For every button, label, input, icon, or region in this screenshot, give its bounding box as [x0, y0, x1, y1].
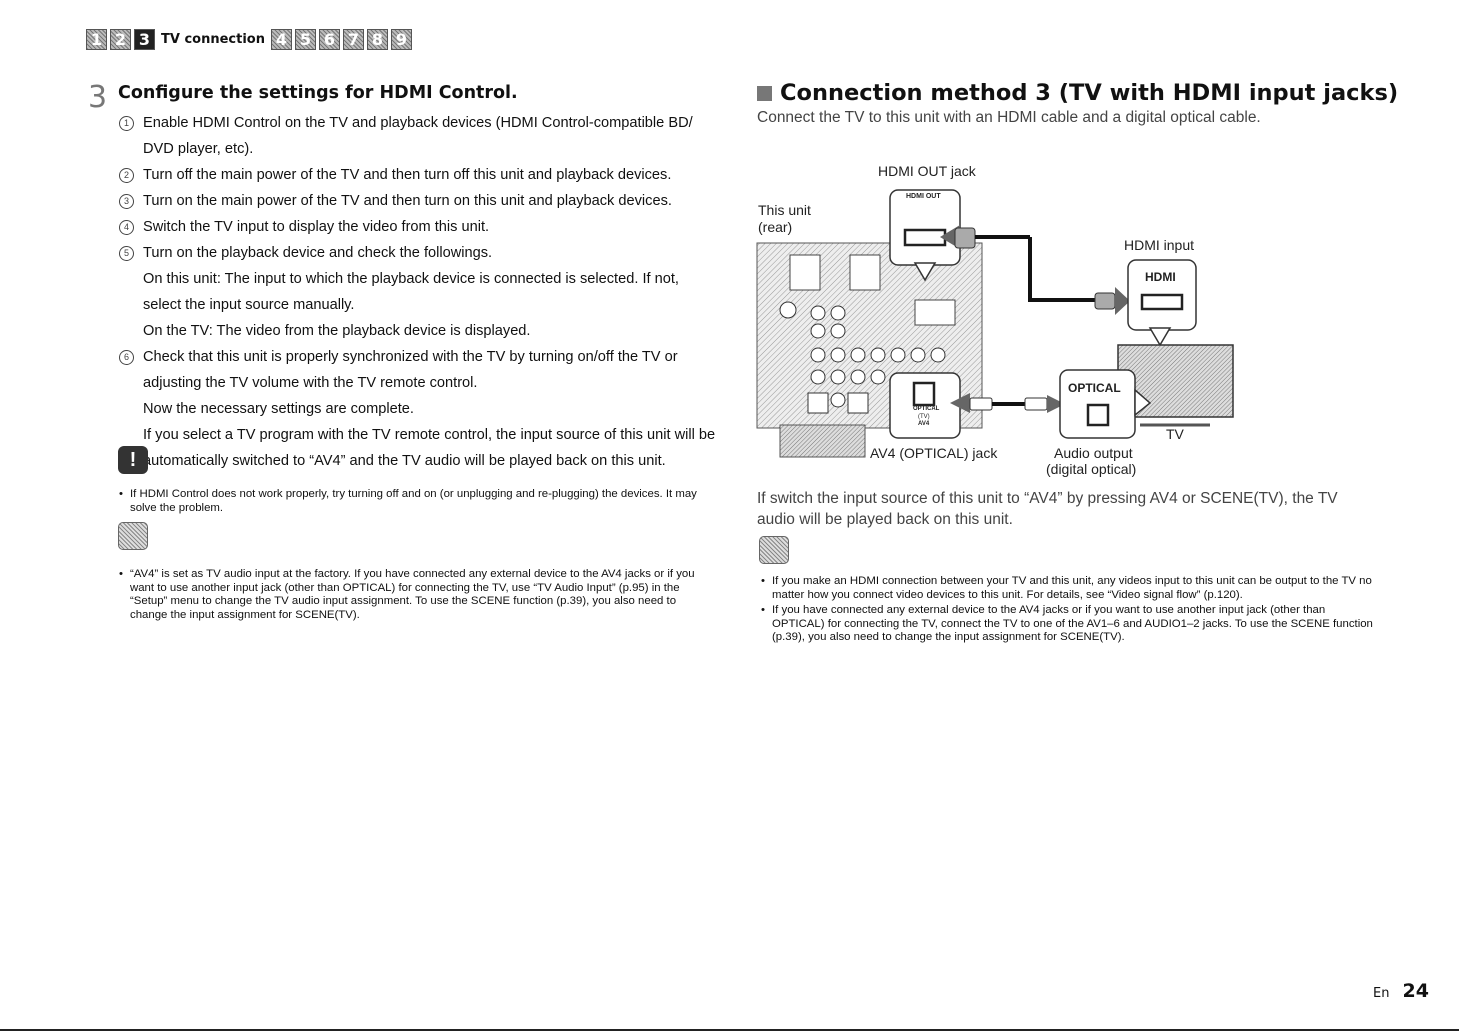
av4-small-label: AV4 — [918, 421, 930, 427]
step-text: Enable HDMI Control on the TV and playba… — [143, 115, 693, 157]
page-footer: En 24 — [1373, 980, 1429, 1002]
nav-section-label: TV connection — [161, 31, 265, 47]
hdmi-out-callout — [889, 189, 1095, 302]
step-subtext: Now the necessary settings are complete. — [143, 401, 414, 417]
digital-optical-label: (digital optical) — [1046, 461, 1137, 477]
hint-text: “AV4” is set as TV audio input at the fa… — [118, 568, 708, 622]
step-subtext: If you select a TV program with the TV r… — [143, 427, 716, 469]
nav-item-7[interactable]: 7 — [342, 28, 364, 50]
step-text: Turn on the main power of the TV and the… — [143, 193, 672, 209]
hdmi-badge-label: HDMI — [1145, 270, 1176, 284]
step-circle-number: 5 — [119, 246, 134, 261]
note-icon: ! — [118, 446, 148, 474]
nav-item-3[interactable]: 3 — [134, 28, 155, 50]
step-subtext: On this unit: The input to which the pla… — [143, 271, 679, 313]
nav-item-8[interactable]: 8 — [366, 28, 388, 50]
step-item: 4 Switch the TV input to display the vid… — [116, 214, 716, 240]
step-text: Switch the TV input to display the video… — [143, 219, 490, 235]
optical-badge-label: OPTICAL — [1068, 381, 1121, 395]
hint-text: If you make an HDMI connection between y… — [760, 575, 1375, 602]
hint-list: “AV4” is set as TV audio input at the fa… — [118, 568, 708, 624]
av4-paragraph: If switch the input source of this unit … — [757, 490, 1338, 528]
nav-item-9[interactable]: 9 — [390, 28, 412, 50]
this-unit-label: This unit — [758, 202, 811, 218]
nav-item-1[interactable]: 1 — [86, 28, 107, 50]
step-circle-number: 1 — [119, 116, 134, 131]
step-number: 3 — [88, 80, 108, 115]
bottom-rule — [0, 1029, 1459, 1031]
step-heading: Configure the settings for HDMI Control. — [118, 83, 518, 103]
step-text: Check that this unit is properly synchro… — [143, 349, 678, 391]
nav-item-5[interactable]: 5 — [294, 28, 316, 50]
av4-optical-jack-label: AV4 (OPTICAL) jack — [870, 445, 998, 461]
step-circle-number: 6 — [119, 350, 134, 365]
connection-heading-text: Connection method 3 (TV with HDMI input … — [780, 80, 1399, 106]
tv-small-label: (TV) — [918, 414, 930, 420]
step-item: 1 Enable HDMI Control on the TV and play… — [116, 110, 716, 162]
rear-label: (rear) — [758, 219, 793, 235]
diagram-art — [756, 189, 1234, 458]
tv-hdmi-input — [1094, 259, 1197, 347]
step-item: 3 Turn on the main power of the TV and t… — [116, 188, 716, 214]
heading-square-icon — [757, 85, 772, 101]
step-circle-number: 2 — [119, 168, 134, 183]
tv-label: TV — [1166, 426, 1184, 442]
connection-subtext: Connect the TV to this unit with an HDMI… — [757, 109, 1261, 126]
note-text: If HDMI Control does not work properly, … — [118, 488, 708, 515]
hdmi-out-jack-label: HDMI OUT jack — [878, 163, 976, 179]
step-item: 5 Turn on the playback device and check … — [116, 240, 716, 344]
hint-icon — [759, 536, 789, 564]
hint-icon — [118, 522, 148, 550]
step-item: 2 Turn off the main power of the TV and … — [116, 162, 716, 188]
right-hint-list: If you make an HDMI connection between y… — [760, 575, 1375, 647]
optical-callout-tv — [1059, 369, 1152, 439]
receiver-rear-panel — [756, 242, 983, 458]
nav-item-6[interactable]: 6 — [318, 28, 340, 50]
hint-text: If you have connected any external devic… — [760, 604, 1375, 645]
hdmi-out-small-label: HDMI OUT — [906, 193, 941, 200]
section-nav: 1 2 3 TV connection 4 5 6 7 8 9 — [86, 27, 415, 51]
audio-output-label: Audio output — [1054, 445, 1133, 461]
step-item: 6 Check that this unit is properly synch… — [116, 344, 716, 474]
step-subtext: On the TV: The video from the playback d… — [143, 323, 531, 339]
step-list: 1 Enable HDMI Control on the TV and play… — [116, 110, 716, 474]
step-circle-number: 3 — [119, 194, 134, 209]
note-list: If HDMI Control does not work properly, … — [118, 488, 708, 517]
connection-heading: Connection method 3 (TV with HDMI input … — [757, 80, 1398, 106]
optical-small-label: OPTICAL — [913, 406, 940, 412]
step-text: Turn on the playback device and check th… — [143, 245, 493, 261]
nav-item-2[interactable]: 2 — [110, 28, 131, 50]
hdmi-input-label: HDMI input — [1124, 237, 1195, 253]
optical-callout-unit — [889, 372, 1065, 439]
language-code: En — [1373, 986, 1390, 1001]
step-circle-number: 4 — [119, 220, 134, 235]
page-number: 24 — [1402, 980, 1429, 1002]
connection-diagram: HDMI OUT jack This unit (rear) HDMI OUT … — [740, 155, 1260, 485]
nav-item-4[interactable]: 4 — [270, 28, 292, 50]
step-text: Turn off the main power of the TV and th… — [143, 167, 672, 183]
